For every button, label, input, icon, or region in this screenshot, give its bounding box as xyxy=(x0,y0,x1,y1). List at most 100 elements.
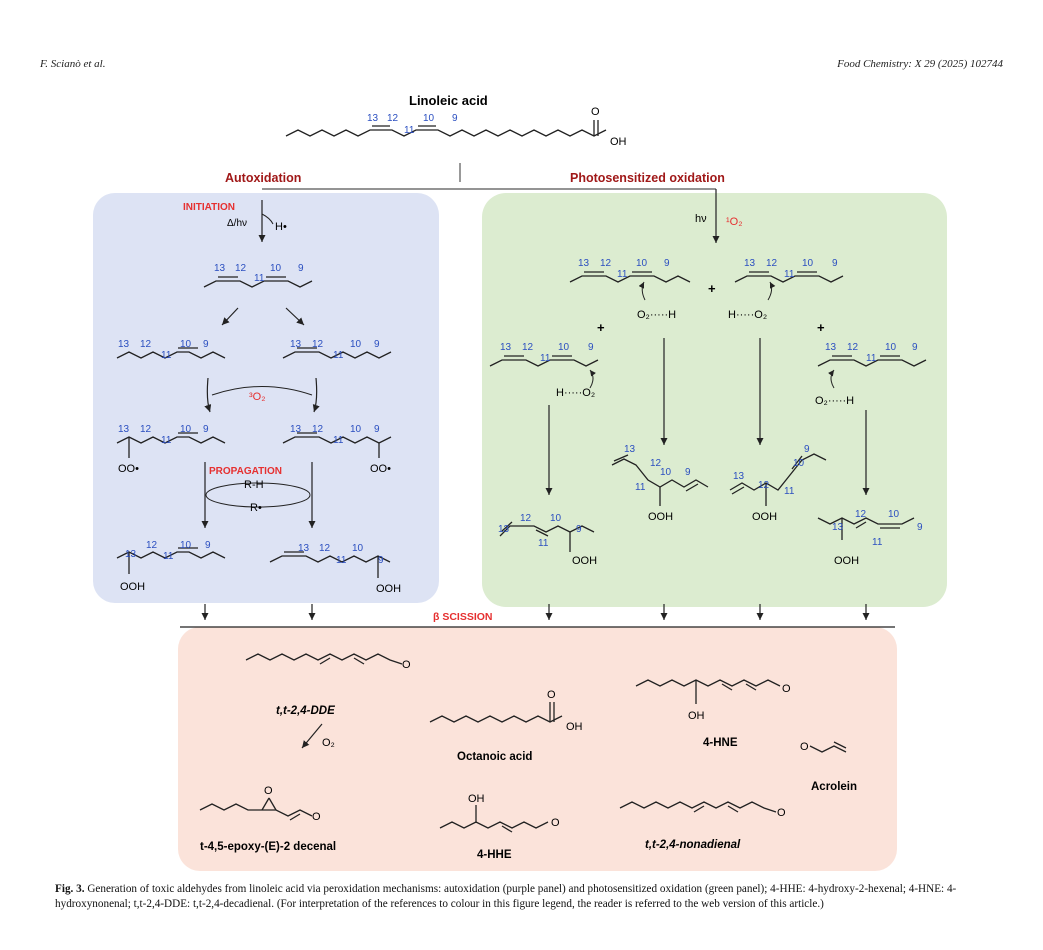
locant-11: 11 xyxy=(404,125,415,136)
locant-9: 9 xyxy=(203,339,209,350)
octanoic-name: Octanoic acid xyxy=(457,751,532,763)
octanoic-structure xyxy=(429,702,563,723)
hhe-structure xyxy=(439,805,549,833)
locant-10: 10 xyxy=(423,113,435,124)
ene-complex-1 xyxy=(569,271,691,283)
pentadienyl-radical-structure xyxy=(203,276,313,288)
ooh-9-photo: OOH xyxy=(572,555,597,567)
locant-9: 9 xyxy=(452,113,458,124)
locant-10: 10 xyxy=(180,540,192,551)
locant-12: 12 xyxy=(650,458,662,469)
triplet-oxygen: ³O₂ xyxy=(249,391,266,403)
r-radical-label: R• xyxy=(250,502,262,514)
locant-10: 10 xyxy=(885,342,897,353)
delta-hv-label: Δ/hν xyxy=(227,218,247,229)
locant-13: 13 xyxy=(500,342,512,353)
locant-11: 11 xyxy=(540,353,551,364)
locant-10: 10 xyxy=(350,424,362,435)
locant-12: 12 xyxy=(312,339,324,350)
locant-9: 9 xyxy=(374,339,380,350)
initiation-label: INITIATION xyxy=(183,202,235,213)
locant-13: 13 xyxy=(832,522,844,533)
hne-oh: OH xyxy=(688,710,705,722)
locant-9: 9 xyxy=(298,263,304,274)
hydroperoxide-13-autox xyxy=(116,547,226,574)
locant-9: 9 xyxy=(832,258,838,269)
ooh-12-photo: OOH xyxy=(648,511,673,523)
locant-13: 13 xyxy=(118,424,130,435)
hydroperoxide-9-autox xyxy=(269,551,391,578)
hne-name: 4-HNE xyxy=(703,737,738,749)
ene-complex-2 xyxy=(734,271,844,283)
locant-9: 9 xyxy=(804,444,810,455)
hne-o: O xyxy=(782,683,791,695)
locant-13: 13 xyxy=(744,258,756,269)
locant-12: 12 xyxy=(520,513,532,524)
linoleic-acid-structure xyxy=(285,120,607,137)
caption-label: Fig. 3. xyxy=(55,883,85,895)
hne-structure xyxy=(635,679,781,704)
locant-11: 11 xyxy=(538,538,549,549)
locant-13: 13 xyxy=(290,424,302,435)
locant-13: 13 xyxy=(624,444,636,455)
octanoic-o: O xyxy=(547,689,556,701)
locant-13: 13 xyxy=(118,339,130,350)
locant-12: 12 xyxy=(600,258,612,269)
ddd-o: O xyxy=(402,659,411,671)
locant-10: 10 xyxy=(270,263,282,274)
singlet-oxygen: ¹O₂ xyxy=(726,216,743,228)
locant-11: 11 xyxy=(254,273,265,284)
epoxy-name: t-4,5-epoxy-(E)-2 decenal xyxy=(200,841,336,853)
nonadienal-structure xyxy=(619,801,777,813)
locant-12: 12 xyxy=(766,258,778,269)
locant-12: 12 xyxy=(140,424,152,435)
caption-text: Generation of toxic aldehydes from linol… xyxy=(55,883,957,910)
locant-13: 13 xyxy=(498,524,510,535)
ene-complex-3 xyxy=(489,355,599,367)
epoxy-o: O xyxy=(264,785,273,797)
locant-13: 13 xyxy=(125,549,137,560)
locant-9: 9 xyxy=(685,467,691,478)
peroxyl-oo-left: OO• xyxy=(118,463,139,475)
photo-arrows xyxy=(545,338,870,495)
locant-13: 13 xyxy=(367,113,379,124)
locant-10: 10 xyxy=(558,342,570,353)
figure-caption: Fig. 3. Generation of toxic aldehydes fr… xyxy=(55,882,1005,912)
locant-10: 10 xyxy=(802,258,814,269)
rh-label: R-H xyxy=(244,479,264,491)
linoleic-acid-oxidation-figure: Linoleic acid O OH 13 12 11 10 9 Autoxid… xyxy=(93,93,947,871)
ooh-13-autox: OOH xyxy=(120,581,145,593)
nonadienal-name: t,t-2,4-nonadienal xyxy=(645,839,741,851)
locant-11: 11 xyxy=(784,486,795,497)
ddd-structure xyxy=(245,653,403,665)
ene-complex-4 xyxy=(817,355,927,367)
peroxyl-radical-right xyxy=(282,432,392,458)
locant-11: 11 xyxy=(161,435,172,446)
peroxyl-oo-right: OO• xyxy=(370,463,391,475)
epoxy-structure xyxy=(199,797,313,821)
h-o2-3: H·····O₂ xyxy=(556,387,595,399)
acrolein-o: O xyxy=(800,741,809,753)
locant-13: 13 xyxy=(578,258,590,269)
locant-11: 11 xyxy=(872,537,883,548)
locant-12: 12 xyxy=(319,543,331,554)
hv-label: hν xyxy=(695,213,707,225)
locant-12: 12 xyxy=(146,540,158,551)
locant-13: 13 xyxy=(825,342,837,353)
hydroperoxide-13-photo xyxy=(817,517,915,540)
locant-10: 10 xyxy=(350,339,362,350)
locant-9: 9 xyxy=(205,540,211,551)
ooh-13-photo: OOH xyxy=(834,555,859,567)
hydroperoxide-9-photo xyxy=(499,521,595,552)
ooh-9-autox: OOH xyxy=(376,583,401,595)
locant-13: 13 xyxy=(298,543,310,554)
oxygen-label: O₂ xyxy=(322,737,335,749)
locant-11: 11 xyxy=(336,555,347,566)
locant-12: 12 xyxy=(522,342,534,353)
locant-12: 12 xyxy=(758,480,770,491)
locant-9: 9 xyxy=(917,522,923,533)
locant-9: 9 xyxy=(378,555,384,566)
autoxidation-panel xyxy=(93,193,439,603)
photosensitized-title: Photosensitized oxidation xyxy=(570,171,725,185)
hhe-name: 4-HHE xyxy=(477,849,512,861)
